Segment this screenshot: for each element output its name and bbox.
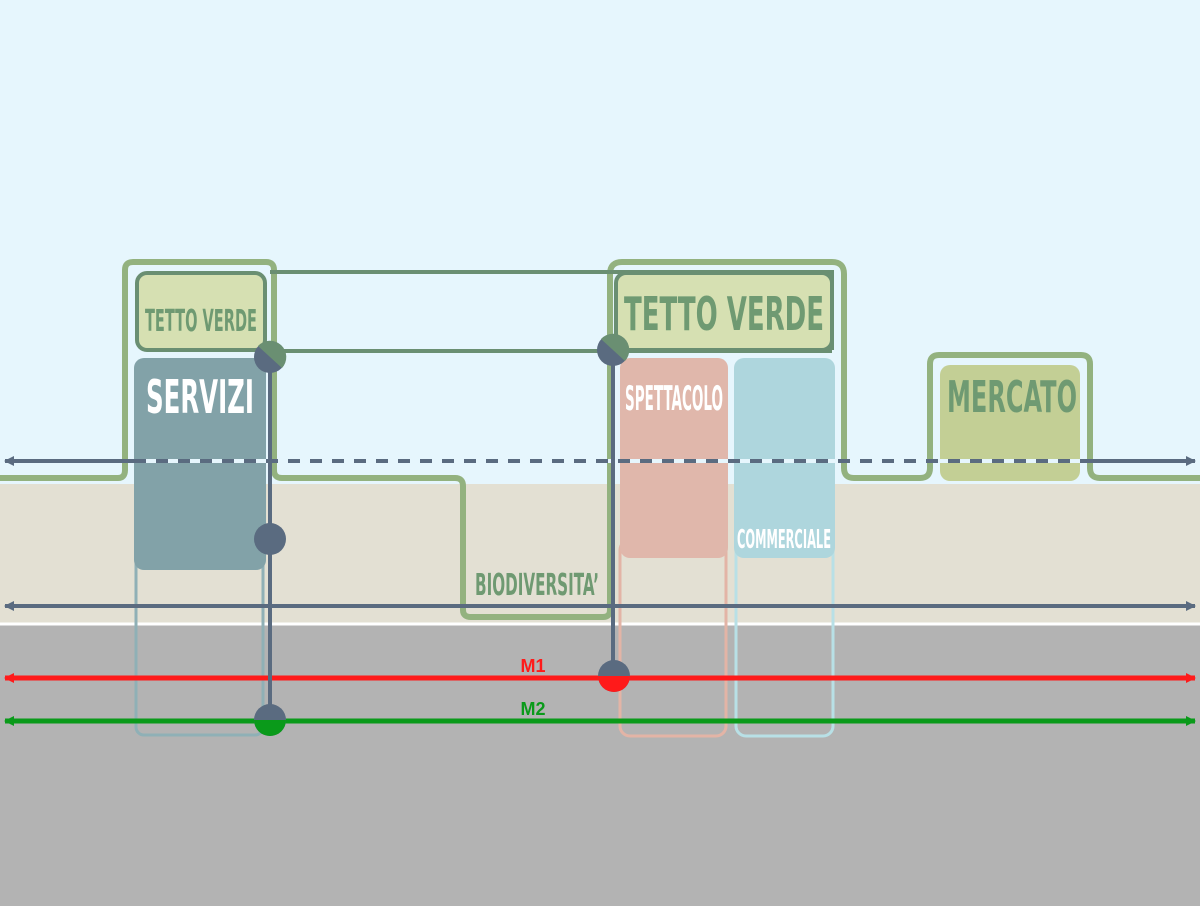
node-m1-interchange (598, 660, 630, 692)
node-right-roof (597, 333, 630, 366)
node-left-ground (254, 523, 286, 555)
commerciale-label: COMMERCIALE (737, 525, 831, 555)
underground-band (0, 626, 1200, 906)
mercato-block (940, 365, 1080, 481)
tetto-verde-left-label: TETTO VERDE (145, 304, 257, 339)
servizi-label: SERVIZI (146, 370, 254, 424)
m2-label: M2 (520, 699, 545, 719)
tetto-verde-right-box (614, 271, 834, 352)
node-m2-interchange (254, 704, 286, 736)
spettacolo-label: SPETTACOLO (625, 379, 723, 419)
biodiversita-label: BIODIVERSITA’ (475, 568, 599, 603)
m1-label: M1 (520, 656, 545, 676)
mercato-label: MERCATO (947, 372, 1077, 423)
green-roof-profile-line (0, 259, 1200, 620)
tetto-verde-left-box (135, 271, 267, 352)
tetto-verde-right-label: TETTO VERDE (624, 287, 824, 341)
node-left-roof (254, 340, 287, 373)
